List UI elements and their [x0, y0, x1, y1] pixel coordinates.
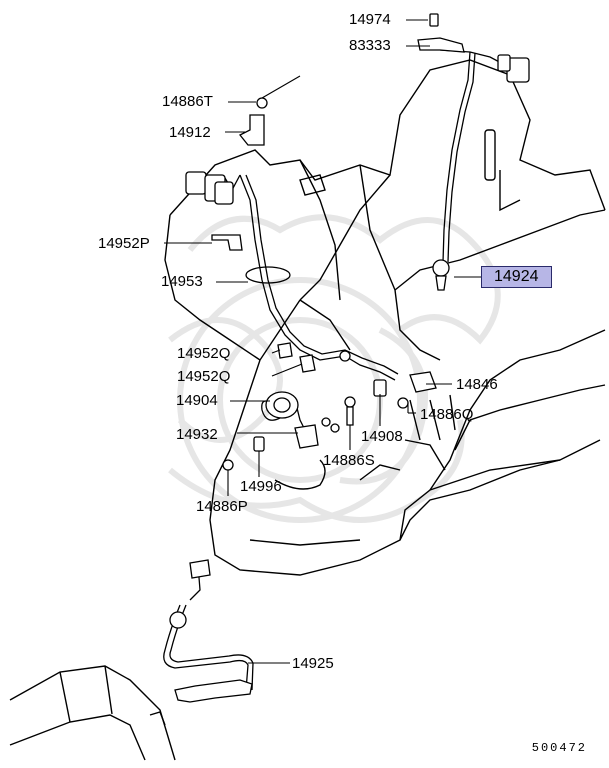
callout-14974[interactable]: 14974 [349, 11, 391, 28]
callout-14886T[interactable]: 14886T [162, 93, 213, 110]
callout-14886S[interactable]: 14886S [323, 452, 375, 469]
wiring-harness [163, 49, 506, 691]
callout-14846[interactable]: 14846 [456, 376, 498, 393]
callout-14925[interactable]: 14925 [292, 655, 334, 672]
callout-14908[interactable]: 14908 [361, 428, 403, 445]
callout-14924-highlighted[interactable]: 14924 [481, 266, 552, 288]
callout-14953[interactable]: 14953 [161, 273, 203, 290]
diagram-id: 500472 [531, 741, 587, 755]
callout-14886Q[interactable]: 14886Q [420, 406, 474, 423]
hardware-parts [169, 13, 530, 703]
exhaust-pipe [9, 665, 176, 761]
callout-14952Q-lower[interactable]: 14952Q [177, 368, 231, 385]
callout-14912[interactable]: 14912 [169, 124, 211, 141]
transmission-housing [164, 59, 606, 576]
callout-14932[interactable]: 14932 [176, 426, 218, 443]
callout-14952P[interactable]: 14952P [98, 235, 150, 252]
callout-14996[interactable]: 14996 [240, 478, 282, 495]
callout-83333[interactable]: 83333 [349, 37, 391, 54]
leader-lines [164, 19, 482, 664]
callout-14904[interactable]: 14904 [176, 392, 218, 409]
callout-14886P[interactable]: 14886P [196, 498, 248, 515]
callout-14952Q-upper[interactable]: 14952Q [177, 345, 231, 362]
